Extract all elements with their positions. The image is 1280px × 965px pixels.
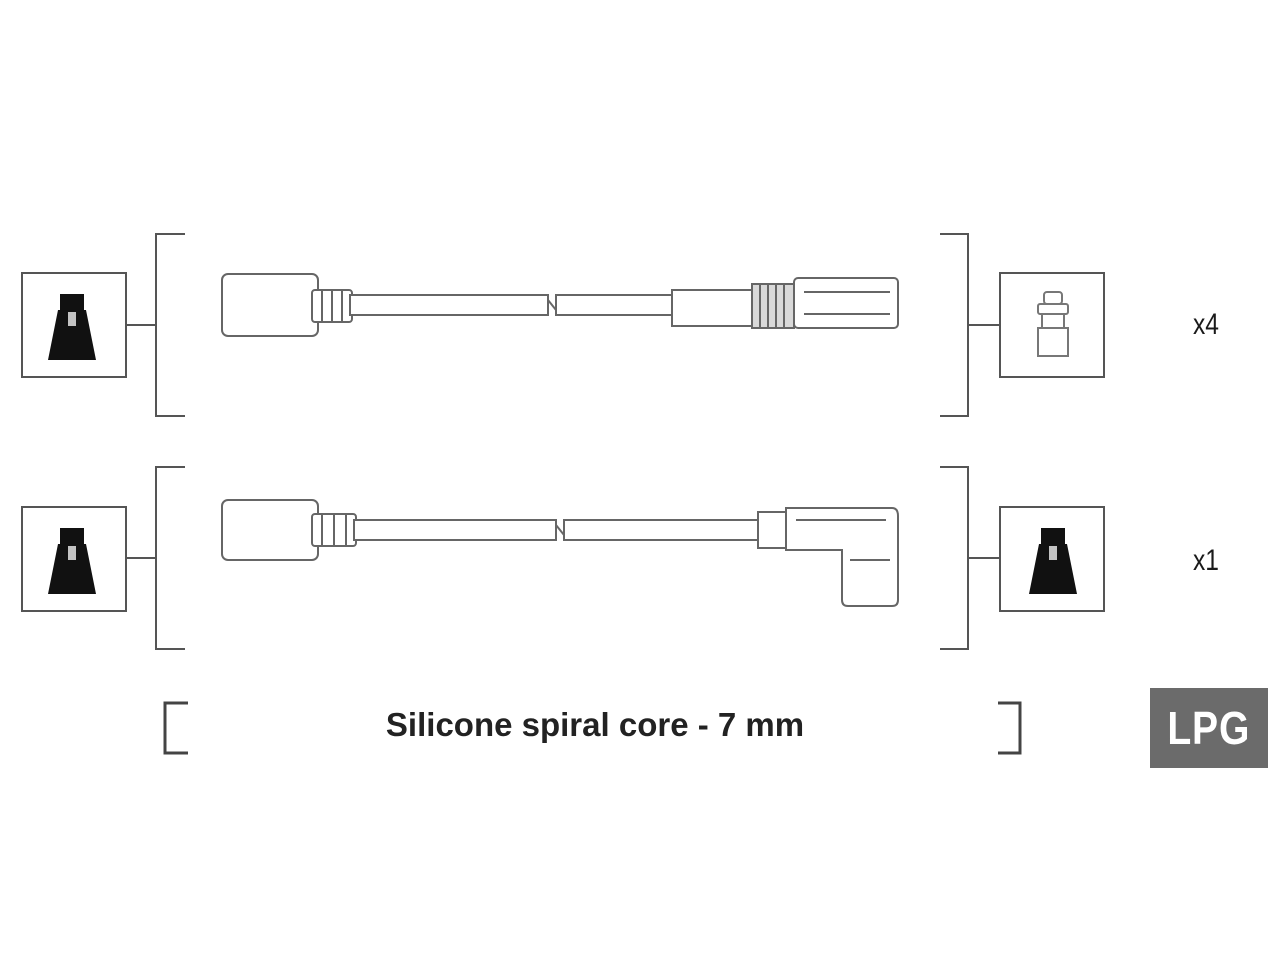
top-cable <box>221 273 899 337</box>
top-left-terminal-box <box>21 272 156 378</box>
spec-left-bracket <box>163 701 188 755</box>
bottom-row <box>21 466 1105 650</box>
spark-plug-boot-icon <box>48 294 96 360</box>
top-cable-boot-left <box>221 273 319 337</box>
cable-spec-label: Silicone spiral core - 7 mm <box>385 706 805 743</box>
quantity-label-top: x4 <box>1193 308 1219 341</box>
lpg-badge-label: LPG <box>1167 702 1251 754</box>
top-row <box>21 233 1105 417</box>
distributor-terminal-icon <box>1037 291 1069 357</box>
bottom-cable-wire-left <box>353 519 557 541</box>
quantity-label-bottom: x1 <box>1193 544 1219 577</box>
spark-plug-boot-icon <box>1029 528 1077 594</box>
spec-right-bracket <box>998 701 1022 755</box>
bottom-left-terminal-box <box>21 506 156 612</box>
bottom-cable-wire-right <box>563 519 761 541</box>
bottom-cable-angled-boot <box>785 507 899 607</box>
top-cable-wire-right <box>555 294 675 316</box>
bottom-cable-boot-left <box>221 499 319 561</box>
top-cable-wire-left <box>349 294 549 316</box>
top-left-bracket <box>155 233 185 417</box>
lpg-badge: LPG <box>1150 688 1268 768</box>
bottom-cable <box>221 499 899 607</box>
bottom-right-bracket <box>940 466 969 650</box>
spark-plug-boot-icon <box>48 528 96 594</box>
bottom-left-bracket <box>155 466 185 650</box>
bottom-right-terminal-box <box>968 506 1105 612</box>
top-right-terminal-box <box>968 272 1105 378</box>
top-right-bracket <box>940 233 969 417</box>
top-cable-boot-right <box>793 277 899 329</box>
